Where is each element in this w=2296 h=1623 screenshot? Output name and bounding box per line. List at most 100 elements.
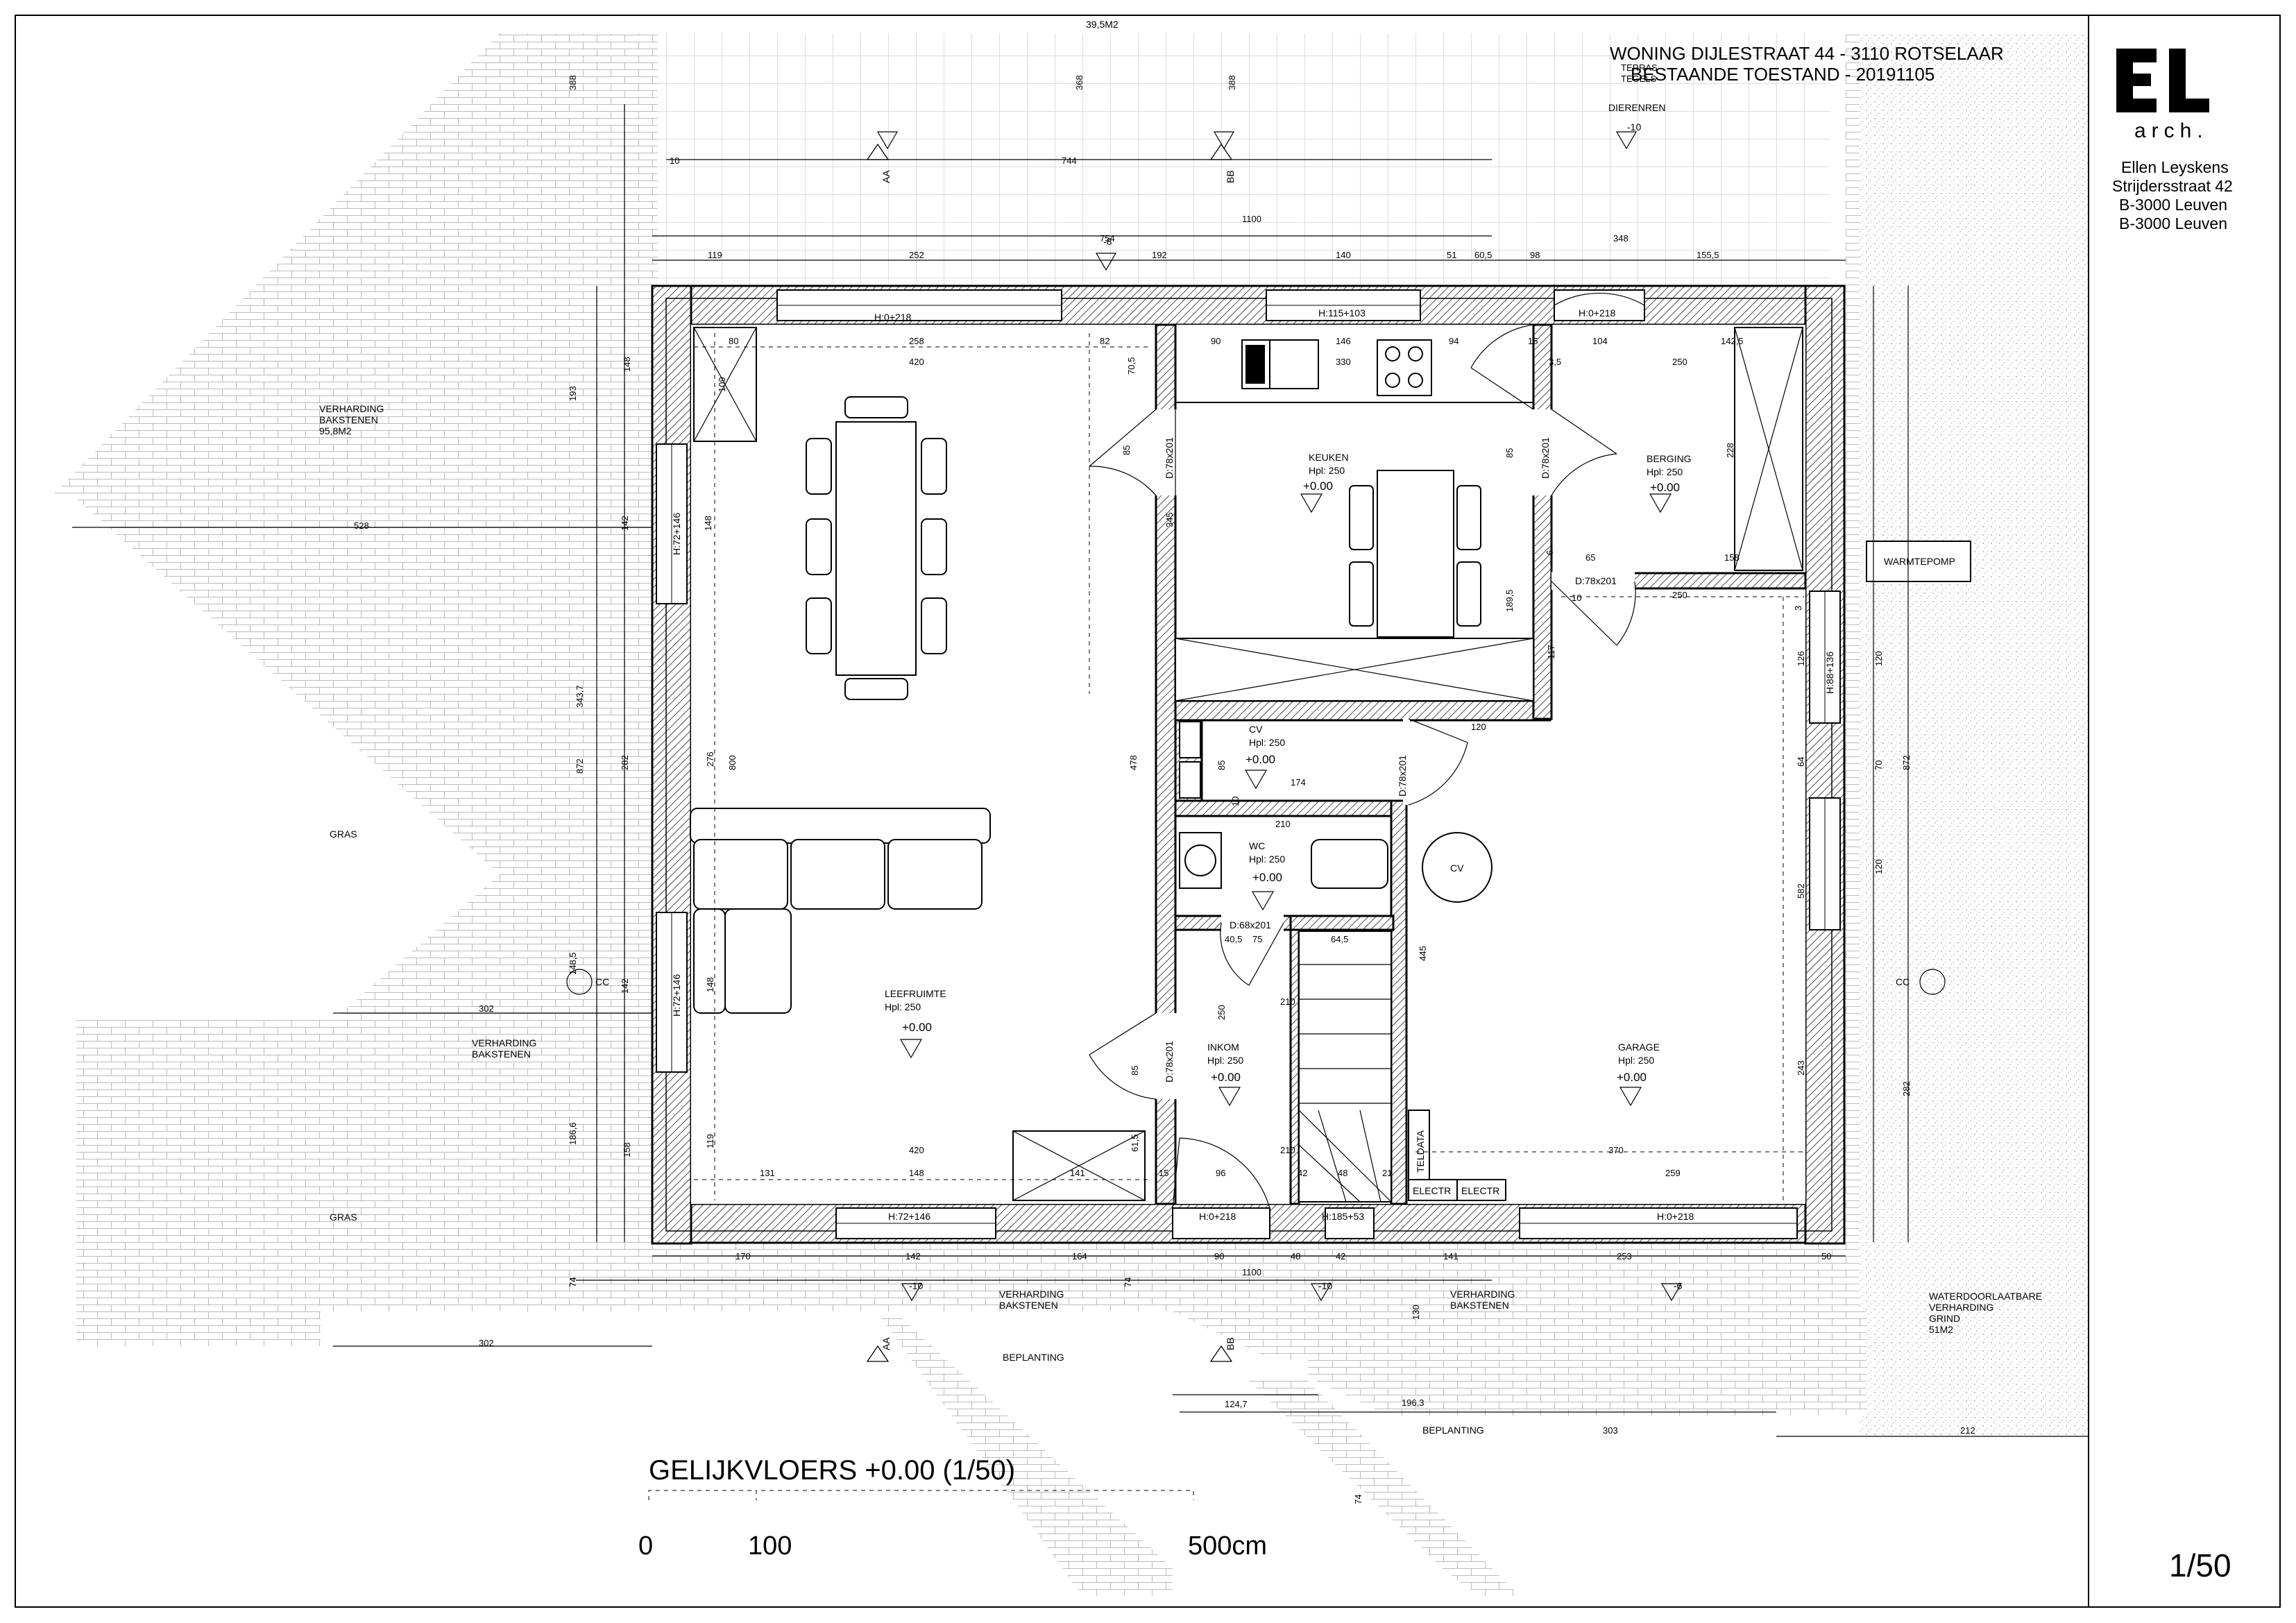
dimension-label: 141 bbox=[1070, 1168, 1085, 1178]
room-hpl: Hpl: 250 bbox=[1249, 737, 1285, 748]
dimension-label: 90 bbox=[1211, 336, 1221, 346]
verharding-label: VERHARDING bbox=[1450, 1289, 1515, 1300]
opening-label: D:68x201 bbox=[1230, 919, 1271, 931]
architect-street: Strijdersstraat 42 bbox=[2112, 177, 2233, 195]
dimension-label: 142,5 bbox=[1721, 336, 1744, 346]
dimension-label: 302 bbox=[479, 1003, 494, 1014]
verharding-label: VERHARDING bbox=[999, 1289, 1064, 1300]
dimension-label: 210 bbox=[1280, 1145, 1295, 1155]
dimension-label: 74 bbox=[568, 1277, 578, 1287]
opening-label: H:88+136 bbox=[1824, 652, 1835, 694]
dimension-label: 120 bbox=[1873, 651, 1884, 666]
project-title-line2: BESTAANDE TOESTAND - 20191105 bbox=[1631, 64, 1934, 85]
dimension-label: 192 bbox=[1152, 250, 1167, 260]
dimension-label: 10 bbox=[1572, 593, 1581, 603]
dimension-label: 282 bbox=[1901, 1081, 1912, 1096]
dimension-label: 744 bbox=[1062, 155, 1077, 166]
bakstenen-label: BAKSTENEN bbox=[1450, 1300, 1509, 1311]
dimension-label: 420 bbox=[909, 357, 924, 367]
dimension-label: 420 bbox=[909, 1145, 924, 1155]
dimension-label: 70,5 bbox=[1126, 357, 1137, 375]
room-level: +0.00 bbox=[1245, 753, 1275, 766]
dimension-label: 21 bbox=[1382, 1168, 1392, 1178]
dimension-label: 170 bbox=[735, 1251, 751, 1261]
dimension-label: 104 bbox=[1592, 336, 1608, 346]
dimension-label: 15 bbox=[1159, 1168, 1168, 1178]
room-hpl: Hpl: 250 bbox=[1309, 465, 1345, 476]
dimension-label: 74 bbox=[1353, 1495, 1363, 1504]
dimension-label: 120 bbox=[1873, 859, 1884, 874]
bakstenen-label: BAKSTENEN bbox=[472, 1048, 531, 1060]
dimension-label: 250 bbox=[1672, 357, 1687, 367]
scale-100: 100 bbox=[748, 1531, 792, 1561]
room-hpl: Hpl: 250 bbox=[1207, 1055, 1243, 1066]
room-name: CV bbox=[1249, 724, 1263, 735]
room-inkom: INKOM Hpl: 250 +0.00 bbox=[1207, 1042, 1243, 1084]
dierenren-label: DIERENREN bbox=[1608, 102, 1665, 113]
scale-bar bbox=[648, 1490, 1194, 1500]
dimension-label: 872 bbox=[575, 758, 585, 774]
opening-label: H:0+218 bbox=[1657, 1211, 1694, 1222]
dimension-label: 164 bbox=[1072, 1251, 1087, 1261]
dimension-label: 50 bbox=[1821, 1251, 1831, 1261]
dimension-label: 61,5 bbox=[1130, 1135, 1140, 1152]
dimension-label: 10 bbox=[1230, 797, 1241, 806]
dimension-label: 189,5 bbox=[1504, 589, 1515, 612]
level-mark: -6 bbox=[1674, 1280, 1683, 1291]
opening-label: H:72+146 bbox=[671, 974, 682, 1017]
teldata-label: TELDATA bbox=[1415, 1130, 1426, 1173]
verharding-label: VERHARDING bbox=[319, 403, 384, 414]
beplanting-label: BEPLANTING bbox=[1003, 1352, 1064, 1363]
dimension-label: 212 bbox=[1960, 1425, 1975, 1436]
level-mark: -10 bbox=[1627, 121, 1641, 133]
dimension-label: 82 bbox=[1100, 336, 1109, 346]
dimension-label: 94 bbox=[1449, 336, 1459, 346]
room-name: BERGING bbox=[1647, 453, 1692, 464]
dimension-label: 6 bbox=[1545, 550, 1555, 555]
dimension-label: 85 bbox=[1504, 448, 1515, 458]
dimension-lines bbox=[72, 104, 2089, 1437]
dimension-label: 98 bbox=[1530, 250, 1540, 260]
dimension-label: 117 bbox=[1546, 645, 1556, 659]
dimension-label: 155,5 bbox=[1697, 250, 1719, 260]
dimension-label: 15 bbox=[1528, 336, 1538, 346]
el-logo bbox=[2116, 49, 2209, 112]
opening-label: D:78x201 bbox=[1540, 437, 1551, 479]
dimension-label: 259 bbox=[1665, 1168, 1681, 1178]
opening-label: D:78x201 bbox=[1164, 1041, 1175, 1082]
dimension-label: 210 bbox=[1280, 996, 1295, 1007]
room-level: +0.00 bbox=[1303, 479, 1333, 493]
dimension-label: 348 bbox=[1613, 233, 1629, 244]
cc-label: CC bbox=[595, 976, 609, 987]
gras-label: GRAS bbox=[330, 1212, 357, 1223]
dimension-label: 74 bbox=[568, 1277, 578, 1287]
dimension-label: 186,6 bbox=[568, 1122, 578, 1145]
dimension-label: 243 bbox=[1796, 1060, 1806, 1076]
dimension-label: 64 bbox=[1796, 757, 1806, 767]
grind-label: GRIND bbox=[1929, 1313, 1960, 1324]
dimension-label: 250 bbox=[1672, 590, 1687, 600]
room-cv: CV Hpl: 250 +0.00 bbox=[1245, 724, 1285, 766]
electr-label: ELECTR bbox=[1413, 1185, 1451, 1196]
dimension-label: 800 bbox=[727, 755, 738, 770]
bakstenen-label: BAKSTENEN bbox=[319, 414, 378, 425]
dimension-label: 478 bbox=[1128, 755, 1139, 770]
dimension-label: 75 bbox=[1252, 934, 1262, 944]
dimension-label: 228 bbox=[1725, 443, 1735, 458]
dimension-label: 1100 bbox=[1242, 1267, 1261, 1277]
furniture bbox=[690, 327, 1971, 1203]
dimension-label: 148 bbox=[705, 977, 715, 992]
dimension-label: 258 bbox=[909, 336, 924, 346]
dimension-label: 74 bbox=[1123, 1277, 1133, 1287]
dimension-label: 3 bbox=[1793, 606, 1803, 611]
opening-label: H:0+218 bbox=[1579, 307, 1616, 318]
sheet-scale: 1/50 bbox=[2169, 1547, 2231, 1583]
opening-label: D:78x201 bbox=[1164, 437, 1175, 479]
cc-label: CC bbox=[1896, 976, 1910, 987]
opening-label: H:0+218 bbox=[1199, 1211, 1236, 1222]
dimension-label: 196,3 bbox=[1402, 1397, 1425, 1408]
dimension-label: 140 bbox=[1336, 250, 1351, 260]
opening-label: H:115+103 bbox=[1318, 307, 1366, 318]
